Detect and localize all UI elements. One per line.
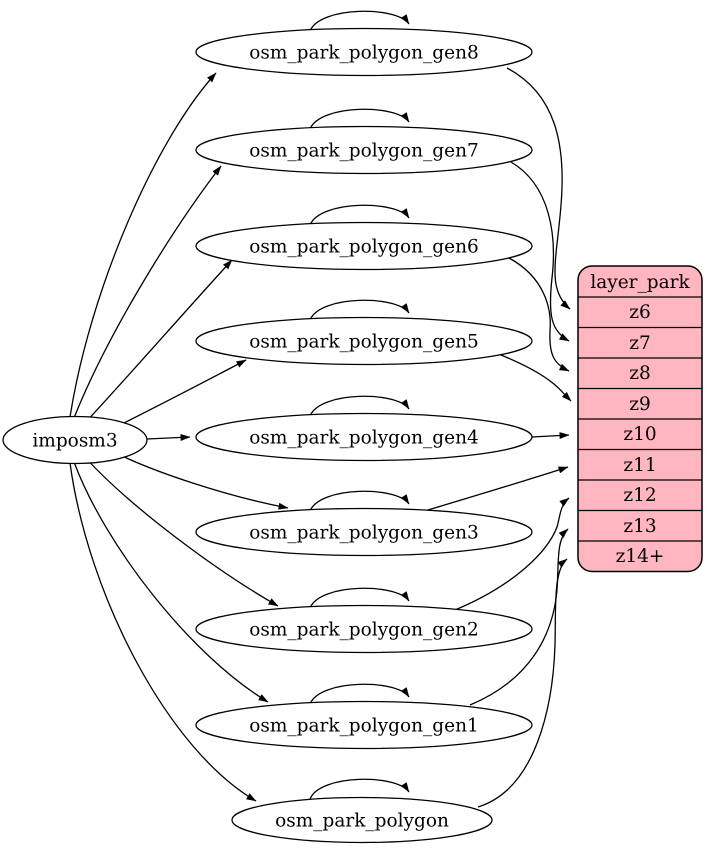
- osm_park_polygon_gen5-label: osm_park_polygon_gen5: [249, 332, 479, 353]
- osm_park_polygon_gen5-ellipse: [195, 316, 533, 366]
- layer-park-row-z6: z6: [629, 302, 651, 323]
- self-loop-osm_park_polygon_gen3: [309, 490, 410, 512]
- layer-park-row-z11: z11: [623, 455, 656, 476]
- node-osm_park_polygon: osm_park_polygon: [231, 796, 493, 844]
- osm_park_polygon_gen3-label: osm_park_polygon_gen3: [249, 523, 479, 544]
- self-loop-osm_park_polygon_gen5: [309, 299, 410, 321]
- edge-imposm3-osm_park_polygon_gen2: [83, 455, 279, 607]
- layer-park-row-z13: z13: [623, 516, 656, 537]
- layer-park-row-z12: z12: [623, 485, 656, 506]
- edge-imposm3-osm_park_polygon_gen5: [109, 359, 247, 431]
- edge-imposm3-osm_park_polygon_gen3: [109, 449, 289, 510]
- layer-park-row-z14plus: z14+: [616, 546, 665, 567]
- self-loop-osm_park_polygon_gen8: [309, 10, 410, 32]
- imposm3-ellipse: [2, 415, 148, 465]
- node-osm_park_polygon_gen7: osm_park_polygon_gen7: [195, 125, 533, 175]
- osm_park_polygon_gen7-label: osm_park_polygon_gen7: [249, 141, 479, 162]
- osm_park_polygon_gen8-ellipse: [195, 27, 533, 77]
- layer-park-row-z7: z7: [629, 333, 651, 354]
- edge-osm_park_polygon_gen7-z7: [510, 161, 570, 342]
- node-osm_park_polygon_gen2: osm_park_polygon_gen2: [195, 604, 533, 654]
- layer-park-row-z9: z9: [629, 394, 651, 415]
- self-loop-osm_park_polygon_gen7: [309, 108, 410, 130]
- edge-imposm3-osm_park_polygon_gen6: [83, 259, 233, 425]
- edge-osm_park_polygon_gen4-z10: [531, 432, 570, 440]
- edge-imposm3-osm_park_polygon_gen1: [73, 461, 269, 703]
- node-osm_park_polygon_gen4: osm_park_polygon_gen4: [195, 412, 533, 462]
- osm_park_polygon_gen1-label: osm_park_polygon_gen1: [249, 716, 479, 737]
- self-loop-osm_park_polygon_gen6: [309, 204, 410, 226]
- osm_park_polygon_gen6-label: osm_park_polygon_gen6: [249, 237, 479, 258]
- node-osm_park_polygon_gen1: osm_park_polygon_gen1: [195, 700, 533, 750]
- layer-park-row-z10: z10: [623, 424, 656, 445]
- layer-park-row-z8: z8: [629, 363, 651, 384]
- edge-osm_park_polygon_gen6-z8: [508, 257, 570, 372]
- edge-imposm3-osm_park_polygon_gen8: [69, 72, 217, 418]
- osm_park_polygon-ellipse: [231, 796, 493, 844]
- osm_park_polygon_gen4-label: osm_park_polygon_gen4: [249, 428, 479, 449]
- osm_park_polygon_gen4-ellipse: [195, 412, 533, 462]
- node-osm_park_polygon_gen6: osm_park_polygon_gen6: [195, 221, 533, 271]
- osm_park_polygon_gen8-label: osm_park_polygon_gen8: [249, 43, 479, 64]
- osm_park_polygon-label: osm_park_polygon: [275, 811, 449, 832]
- node-osm_park_polygon_gen3: osm_park_polygon_gen3: [195, 507, 533, 557]
- self-loop-osm_park_polygon_gen1: [309, 683, 410, 705]
- edge-osm_park_polygon-z14plus: [477, 558, 568, 808]
- node-osm_park_polygon_gen8: osm_park_polygon_gen8: [195, 27, 533, 77]
- self-loop-osm_park_polygon_gen4: [309, 395, 410, 417]
- edge-osm_park_polygon_gen8-z6: [506, 67, 571, 310]
- edges-to-layer-park: [427, 67, 572, 808]
- edge-imposm3-osm_park_polygon_gen7: [73, 165, 222, 419]
- osm_park_polygon_gen7-ellipse: [195, 125, 533, 175]
- osm_park_polygon_gen3-ellipse: [195, 507, 533, 557]
- self-loop-osm_park_polygon: [309, 778, 410, 800]
- layer-park-table: layer_park z6 z7 z8 z9 z10 z11 z12 z13 z…: [577, 265, 703, 573]
- imposm3-label: imposm3: [32, 431, 117, 452]
- layer-park-title: layer_park: [590, 272, 690, 293]
- node-osm_park_polygon_gen5: osm_park_polygon_gen5: [195, 316, 533, 366]
- edge-osm_park_polygon_gen3-z11: [427, 466, 569, 511]
- osm_park_polygon_gen2-label: osm_park_polygon_gen2: [249, 620, 479, 641]
- edges-imposm3: [69, 72, 289, 802]
- edge-imposm3-osm_park_polygon_gen4: [146, 433, 191, 441]
- self-loops: [309, 10, 410, 800]
- osm_park_polygon_gen6-ellipse: [195, 221, 533, 271]
- node-imposm3: imposm3: [2, 415, 148, 465]
- edge-osm_park_polygon_gen2-z12: [454, 497, 570, 611]
- osm_park_polygon_gen1-ellipse: [195, 700, 533, 750]
- edge-imposm3-osm_park_polygon: [69, 462, 257, 802]
- edge-osm_park_polygon_gen5-z9: [500, 354, 572, 402]
- self-loop-osm_park_polygon_gen2: [309, 587, 410, 609]
- osm_park_polygon_gen2-ellipse: [195, 604, 533, 654]
